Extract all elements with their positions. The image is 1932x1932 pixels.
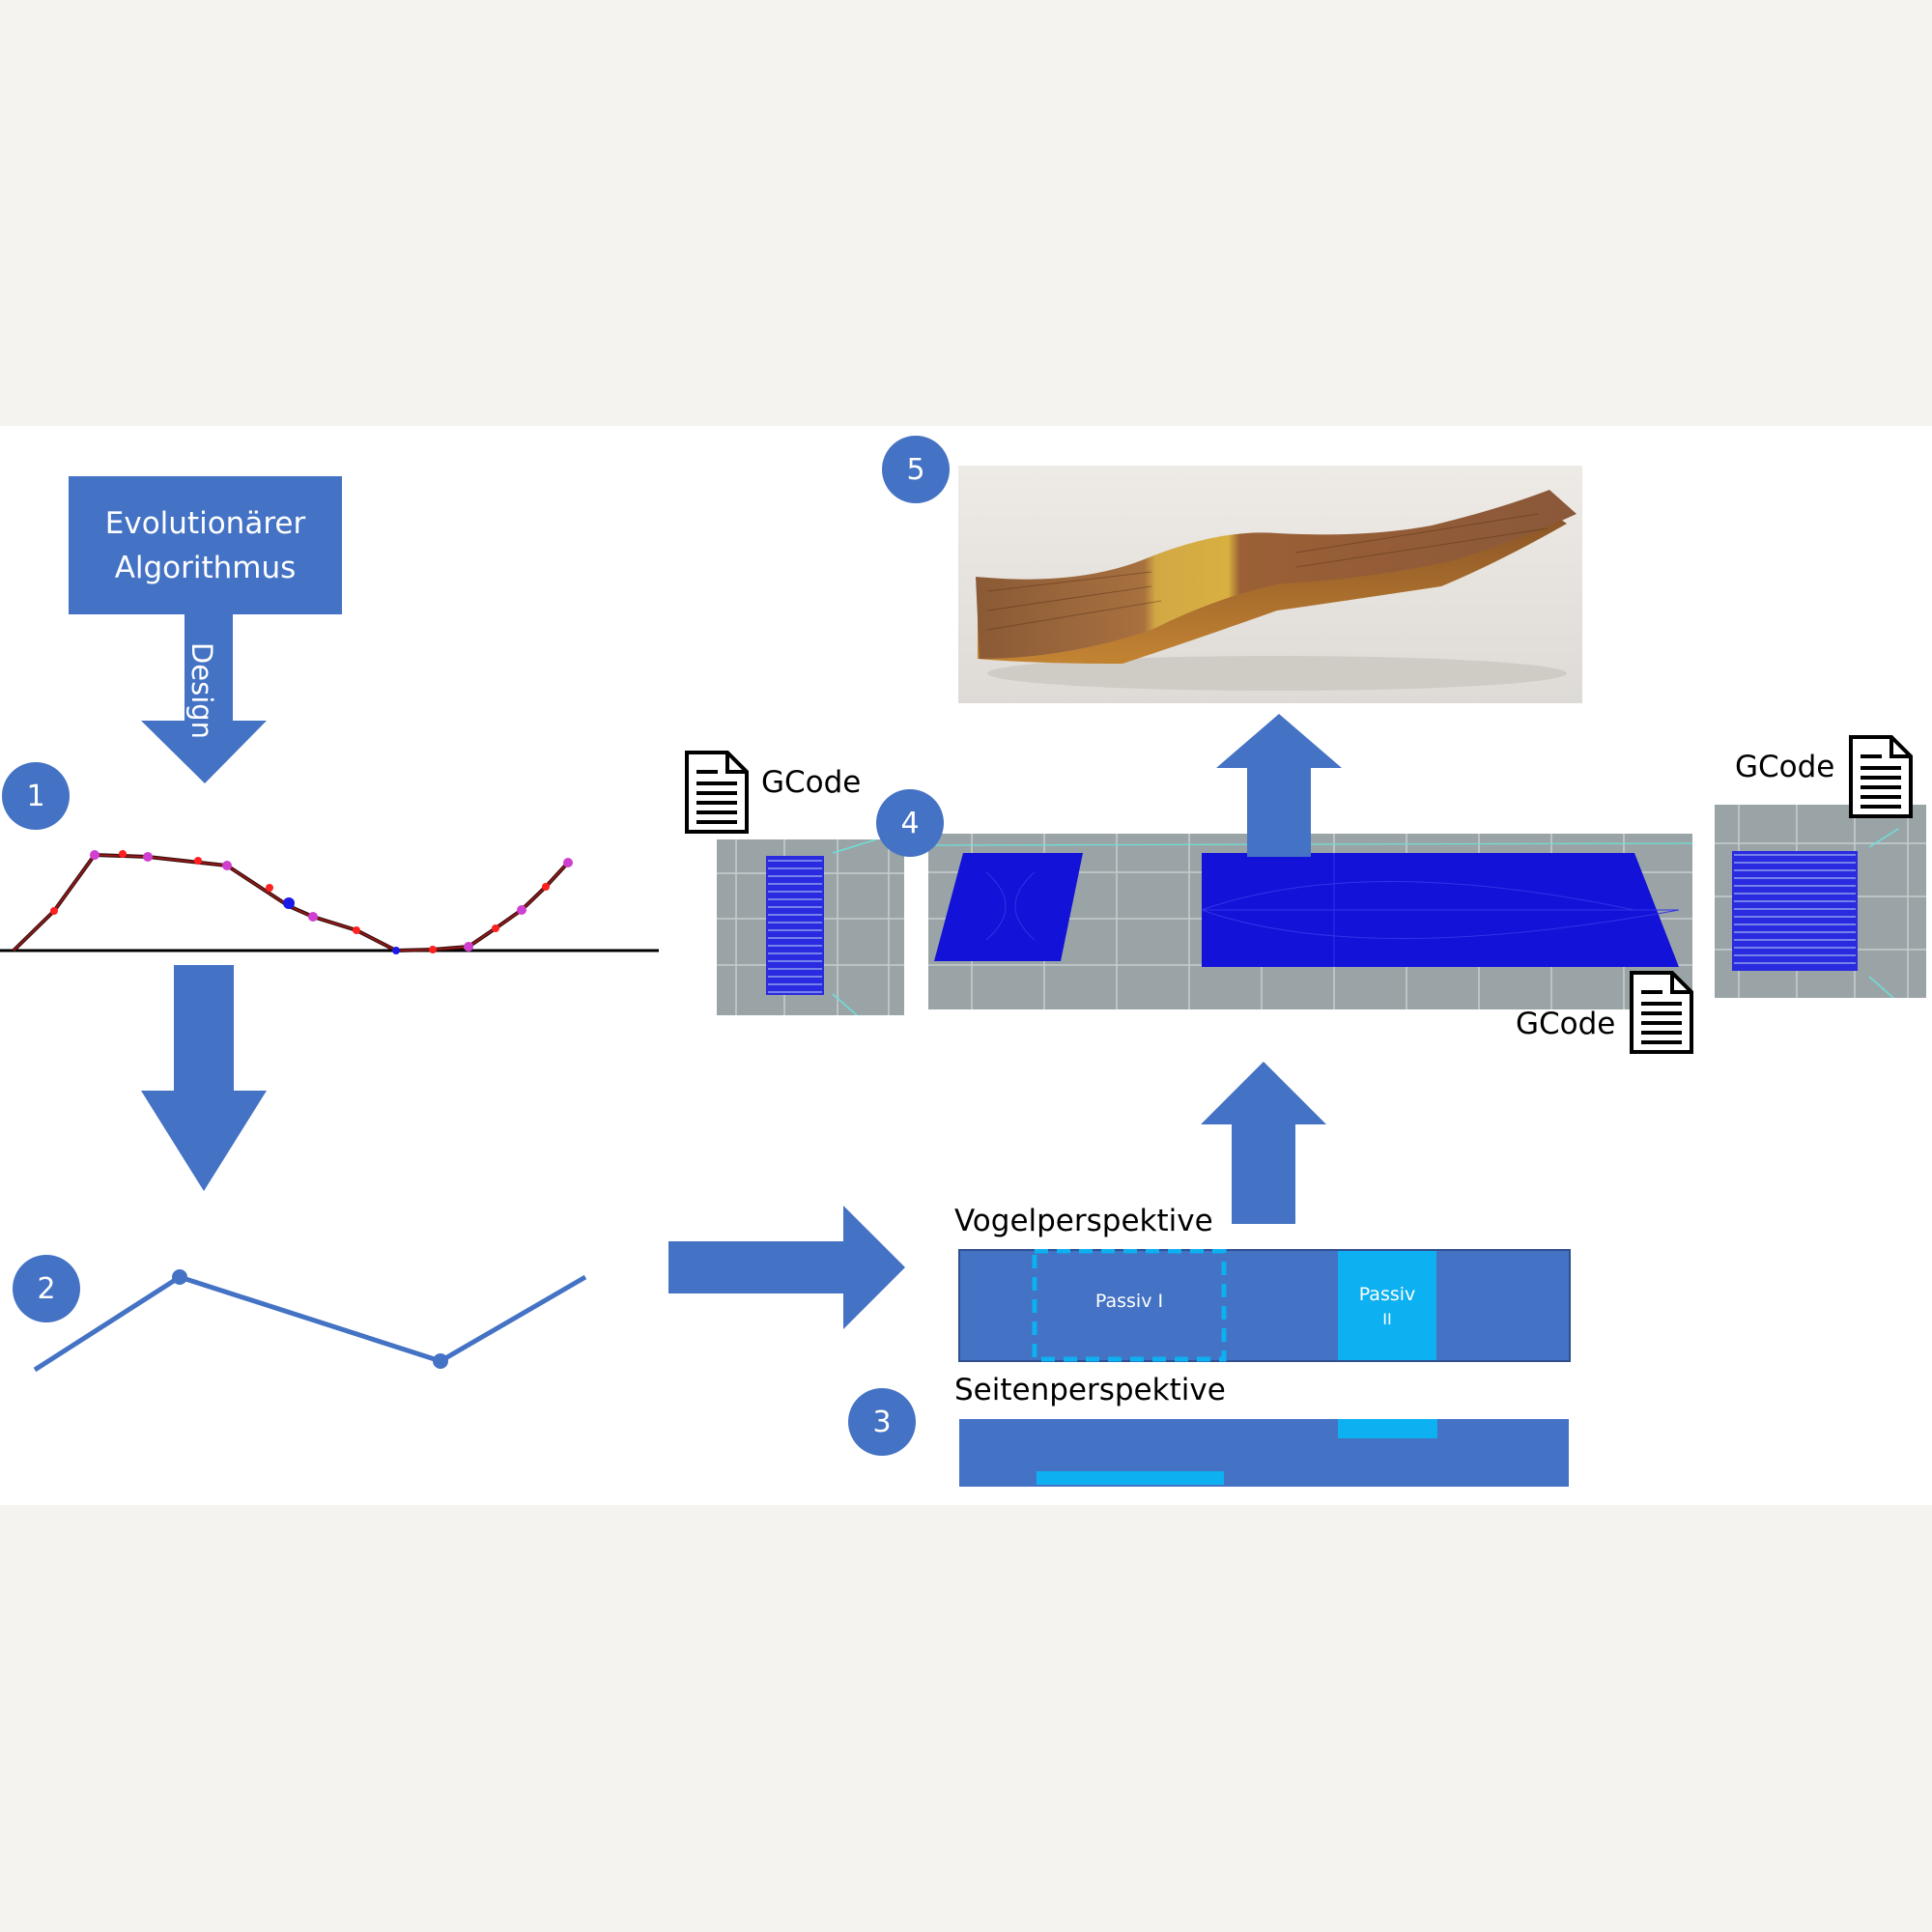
print-panel-center — [928, 834, 1692, 1009]
design-arrow — [141, 614, 267, 783]
top-view — [958, 1249, 1571, 1362]
design-label: Design — [185, 641, 219, 740]
step-badge-4: 4 — [876, 789, 944, 857]
evo-line-2: Algorithmus — [114, 550, 297, 585]
document-icon — [685, 751, 749, 834]
arrow-down — [141, 965, 267, 1191]
document-icon — [1630, 971, 1693, 1054]
passive-2-label-sub: II — [1382, 1310, 1392, 1328]
passive-2-label: Passiv — [1358, 1284, 1416, 1305]
evo-line-1: Evolutionärer — [104, 505, 306, 541]
arrow-right — [668, 1206, 905, 1329]
print-panel-right — [1715, 805, 1926, 998]
passive-1-label: Passiv I — [1094, 1291, 1164, 1312]
design-label-wrap: Design — [185, 638, 219, 744]
step-badge-3: 3 — [848, 1388, 916, 1456]
arrow-up-upper — [1216, 714, 1342, 857]
gcode-label-center: GCode — [1516, 1007, 1616, 1041]
step-badge-2: 2 — [13, 1255, 80, 1322]
arrow-up-lower — [1201, 1062, 1326, 1224]
curve-plot — [0, 850, 659, 954]
side-view-label: Seitenperspektive — [954, 1373, 1226, 1407]
gcode-label-right: GCode — [1735, 750, 1835, 784]
top-view-label: Vogelperspektive — [954, 1204, 1213, 1238]
step-badge-5: 5 — [882, 436, 950, 503]
side-view — [959, 1419, 1569, 1487]
printed-sample-photo — [958, 466, 1582, 703]
step-badge-1: 1 — [2, 762, 70, 830]
print-panel-left — [717, 839, 904, 1015]
gcode-label-left: GCode — [761, 765, 862, 800]
document-icon — [1849, 735, 1913, 818]
simplified-curve — [33, 1269, 587, 1373]
evolutionary-algorithm-box: Evolutionärer Algorithmus — [69, 476, 342, 614]
diagram-canvas: Evolutionärer Algorithmus Design 1 2 — [0, 426, 1932, 1505]
